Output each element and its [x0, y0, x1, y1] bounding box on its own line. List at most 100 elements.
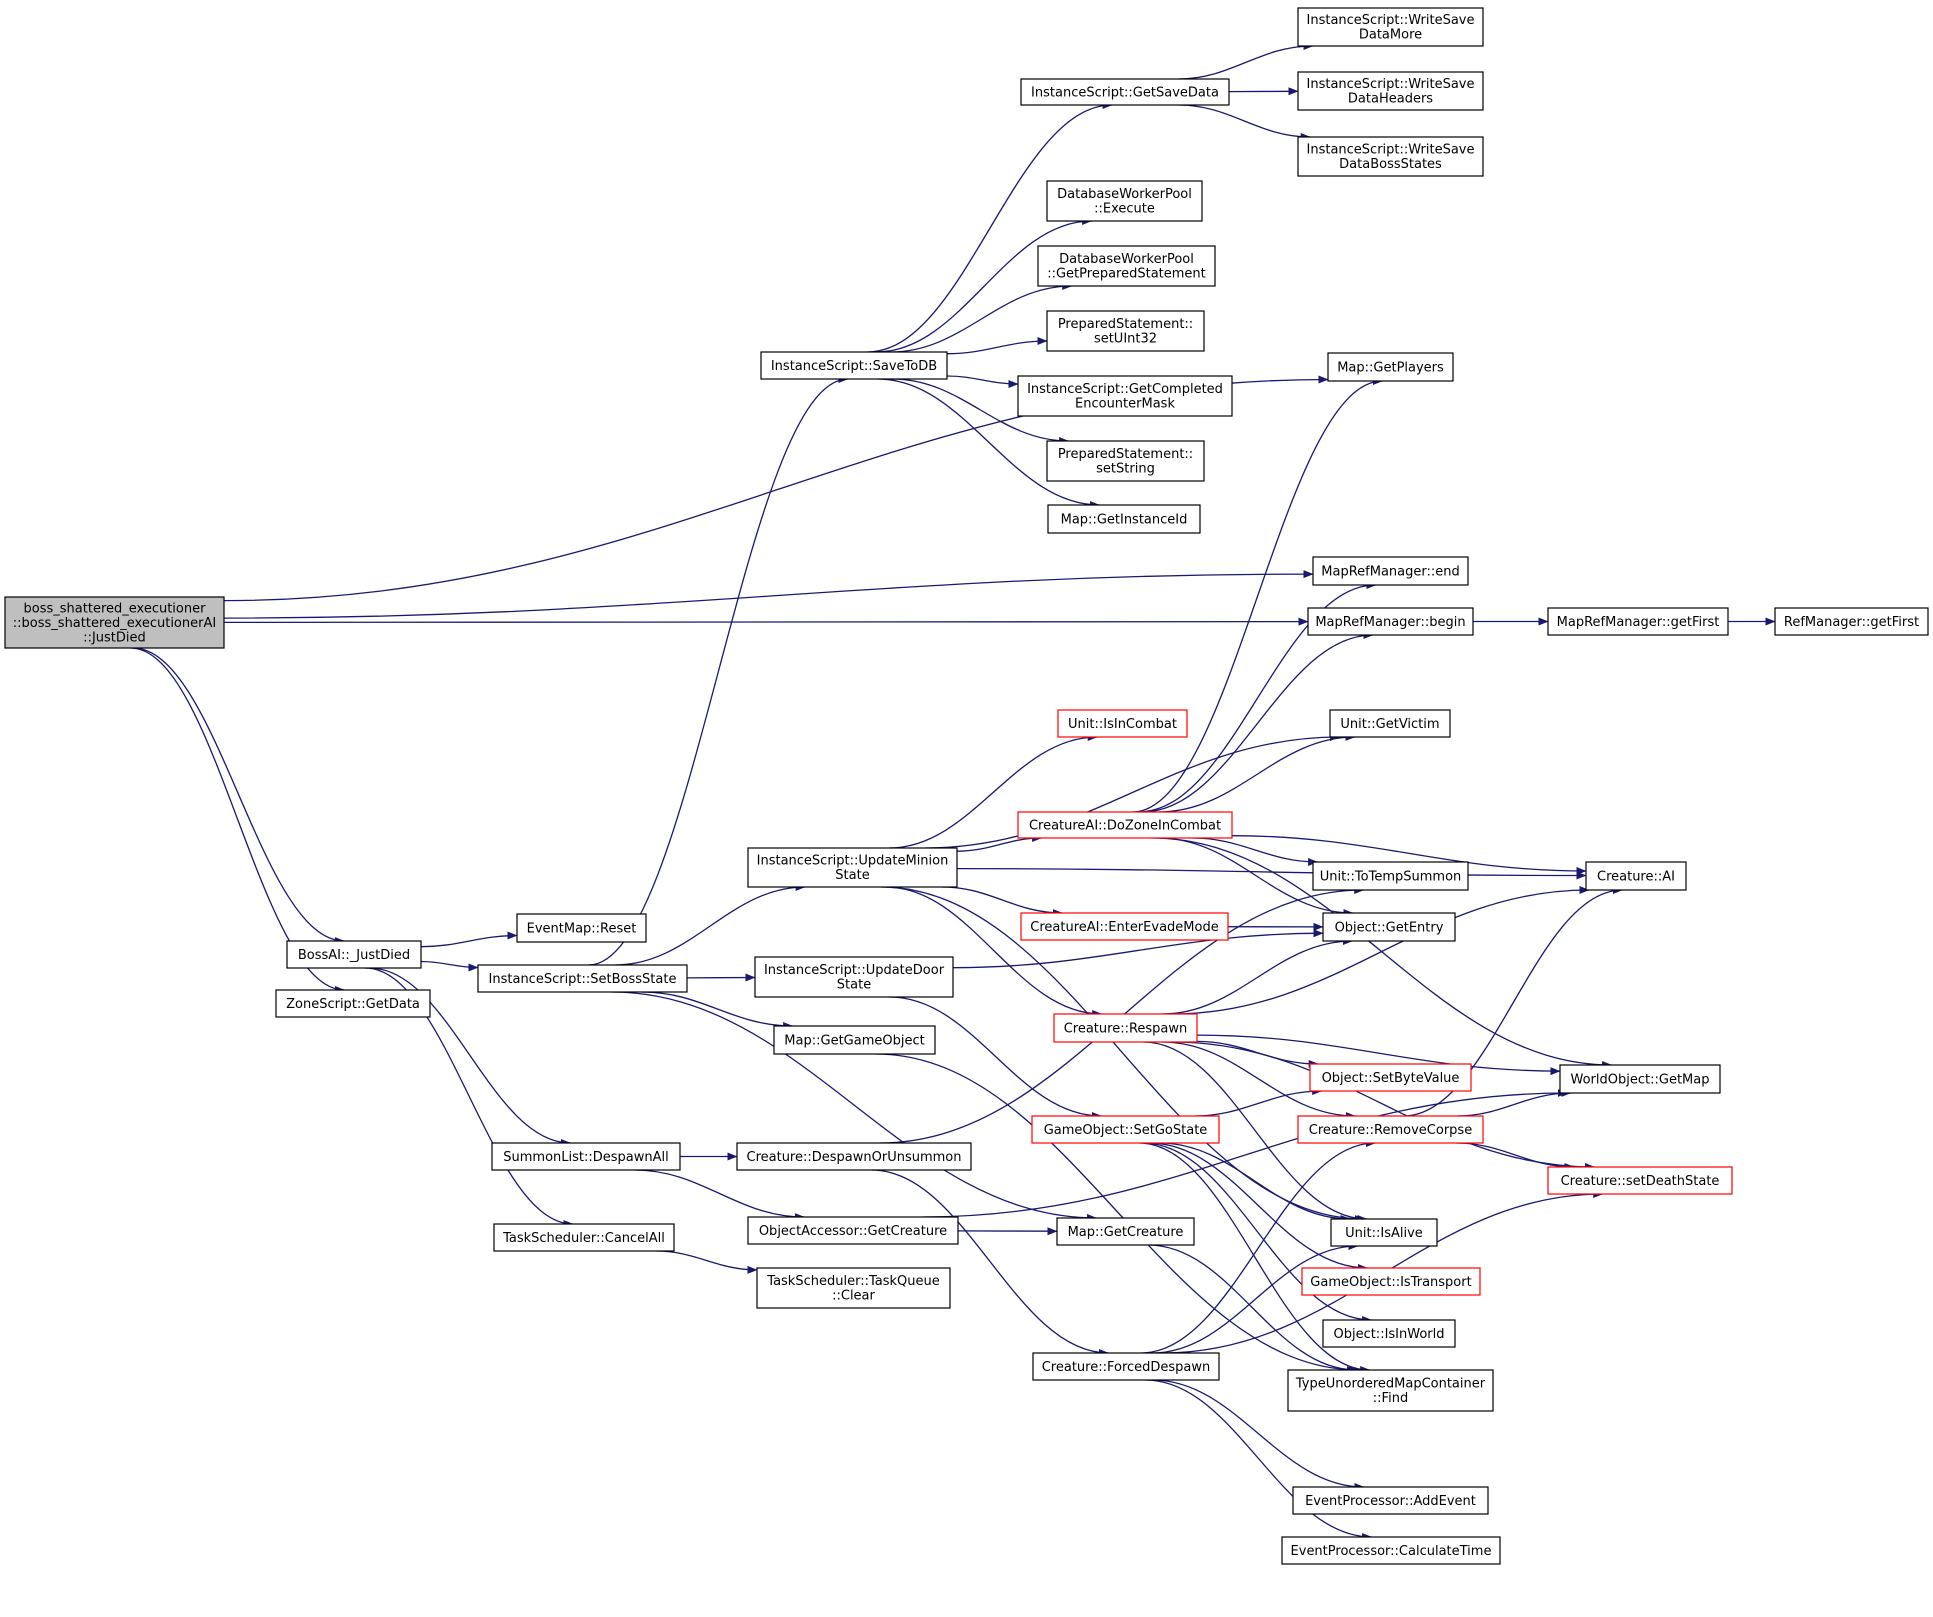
node-oa-get-creature[interactable]: ObjectAccessor::GetCreature [747, 1216, 959, 1245]
node-label: InstanceScript::UpdateDoor [764, 963, 945, 978]
node-tq-clear[interactable]: TaskScheduler::TaskQueue::Clear [756, 1267, 951, 1309]
node-box [736, 1142, 972, 1171]
node-save-to-db[interactable]: InstanceScript::SaveToDB [760, 351, 948, 380]
node-add-event[interactable]: EventProcessor::AddEvent [1292, 1486, 1489, 1515]
node-label: DataMore [1359, 28, 1422, 43]
node-db-execute[interactable]: DatabaseWorkerPool::Execute [1046, 180, 1203, 222]
node-event-reset[interactable]: EventMap::Reset [516, 913, 647, 943]
node-label: CreatureAI::DoZoneInCombat [1029, 818, 1221, 833]
node-map-get-creature[interactable]: Map::GetCreature [1056, 1217, 1195, 1246]
node-box [1020, 78, 1230, 106]
node-get-victim[interactable]: Unit::GetVictim [1329, 709, 1451, 738]
node-get-go[interactable]: Map::GetGameObject [773, 1025, 936, 1055]
node-to-temp[interactable]: Unit::ToTempSummon [1312, 861, 1469, 891]
edge-boss-just-died-to-cancel-all [364, 967, 574, 1228]
node-tumc-find[interactable]: TypeUnorderedMapContainer::Find [1287, 1369, 1494, 1412]
edge-upd-minion-to-is-in-combat [889, 733, 1098, 849]
node-creature-ai[interactable]: Creature::AI [1585, 861, 1687, 891]
node-forced[interactable]: Creature::ForcedDespawn [1032, 1352, 1220, 1381]
node-get-instance-id[interactable]: Map::GetInstanceId [1047, 504, 1201, 534]
node-ref-get-first[interactable]: RefManager::getFirst [1774, 607, 1929, 636]
edge-remove-corpse-to-wo-get-map [1457, 1089, 1572, 1117]
node-box [1057, 709, 1188, 738]
node-box [516, 913, 647, 943]
node-label: ::Find [1373, 1391, 1408, 1406]
node-label: TaskScheduler::CancelAll [502, 1231, 665, 1246]
node-label: ::Clear [832, 1289, 875, 1304]
edge-remove-corpse-to-set-death [1456, 1142, 1575, 1171]
node-get-entry[interactable]: Object::GetEntry [1322, 912, 1456, 942]
node-is-in-world[interactable]: Object::IsInWorld [1322, 1319, 1456, 1348]
node-boss-just-died[interactable]: BossAI::_JustDied [286, 940, 422, 969]
node-box [1031, 1115, 1220, 1144]
node-enter-evade[interactable]: CreatureAI::EnterEvadeMode [1020, 912, 1229, 941]
node-remove-corpse[interactable]: Creature::RemoveCorpse [1297, 1115, 1484, 1144]
node-mrm-begin[interactable]: MapRefManager::begin [1307, 607, 1474, 636]
edge-upd-minion-to-get-victim [925, 733, 1341, 849]
node-box [1037, 245, 1216, 287]
node-box [1297, 136, 1484, 177]
node-wo-get-map[interactable]: WorldObject::GetMap [1559, 1064, 1721, 1094]
node-label: TaskScheduler::TaskQueue [766, 1274, 939, 1289]
node-set-byte[interactable]: Object::SetByteValue [1309, 1063, 1472, 1092]
node-label: DatabaseWorkerPool [1059, 252, 1194, 267]
edge-root-to-zone-get-data [130, 647, 345, 994]
node-label: ::Execute [1094, 202, 1155, 217]
node-label: Map::GetPlayers [1337, 360, 1444, 375]
edge-set-go-to-is-alive [1159, 1142, 1351, 1223]
node-calc-time[interactable]: EventProcessor::CalculateTime [1281, 1536, 1501, 1565]
edge-forced-to-calc-time [1145, 1379, 1373, 1541]
node-box [1046, 180, 1203, 222]
node-mrm-get-first[interactable]: MapRefManager::getFirst [1547, 607, 1729, 636]
node-get-completed[interactable]: InstanceScript::GetCompletedEncounterMas… [1017, 375, 1233, 417]
node-ps-uint32[interactable]: PreparedStatement::setUInt32 [1046, 310, 1205, 352]
edge-respawn-to-set-death [1172, 1041, 1595, 1171]
node-zone-get-data[interactable]: ZoneScript::GetData [275, 989, 431, 1018]
node-box [1547, 607, 1729, 636]
node-label: Unit::GetVictim [1340, 717, 1439, 732]
node-ps-string[interactable]: PreparedStatement::setString [1046, 440, 1205, 482]
node-is-in-combat[interactable]: Unit::IsInCombat [1057, 709, 1188, 738]
node-respawn[interactable]: Creature::Respawn [1053, 1013, 1198, 1043]
node-label: EventMap::Reset [527, 921, 637, 936]
nodes-layer: boss_shattered_executioner::boss_shatter… [4, 7, 1929, 1565]
edge-do-zone-to-mrm-end [1138, 581, 1377, 813]
node-is-transport[interactable]: GameObject::IsTransport [1301, 1267, 1481, 1296]
node-label: EncounterMask [1075, 397, 1175, 412]
node-label: RefManager::getFirst [1784, 615, 1919, 630]
node-box [1312, 556, 1469, 586]
node-cancel-all[interactable]: TaskScheduler::CancelAll [493, 1223, 675, 1252]
node-db-get-prep[interactable]: DatabaseWorkerPool::GetPreparedStatement [1037, 245, 1216, 287]
node-get-players[interactable]: Map::GetPlayers [1327, 352, 1454, 382]
edge-forced-to-remove-corpse [1141, 1139, 1376, 1354]
edge-respawn-to-wo-get-map [1196, 1034, 1561, 1076]
edge-forced-to-add-event [1152, 1379, 1365, 1491]
node-label: DatabaseWorkerPool [1057, 187, 1192, 202]
node-set-death[interactable]: Creature::setDeathState [1547, 1166, 1733, 1195]
node-set-go[interactable]: GameObject::SetGoState [1031, 1115, 1220, 1144]
node-label: CreatureAI::EnterEvadeMode [1030, 920, 1218, 935]
node-label: InstanceScript::SetBossState [489, 972, 677, 987]
node-get-save-data[interactable]: InstanceScript::GetSaveData [1020, 78, 1230, 106]
node-do-zone[interactable]: CreatureAI::DoZoneInCombat [1017, 811, 1233, 839]
node-is-alive[interactable]: Unit::IsAlive [1330, 1218, 1438, 1247]
edge-forced-to-is-alive [1151, 1242, 1359, 1354]
node-despawn-all[interactable]: SummonList::DespawnAll [491, 1142, 681, 1171]
node-despawn-or[interactable]: Creature::DespawnOrUnsummon [736, 1142, 972, 1171]
node-label: BossAI::_JustDied [298, 948, 410, 963]
node-set-boss[interactable]: InstanceScript::SetBossState [477, 964, 688, 993]
node-label: InstanceScript::SaveToDB [771, 359, 937, 374]
node-box [477, 964, 688, 993]
node-box [747, 847, 958, 888]
node-mrm-end[interactable]: MapRefManager::end [1312, 556, 1469, 586]
node-label: boss_shattered_executioner [24, 601, 207, 616]
node-root[interactable]: boss_shattered_executioner::boss_shatter… [4, 596, 225, 649]
edge-do-zone-to-creature-ai [1231, 835, 1587, 875]
node-label: InstanceScript::UpdateMinion [757, 854, 949, 869]
